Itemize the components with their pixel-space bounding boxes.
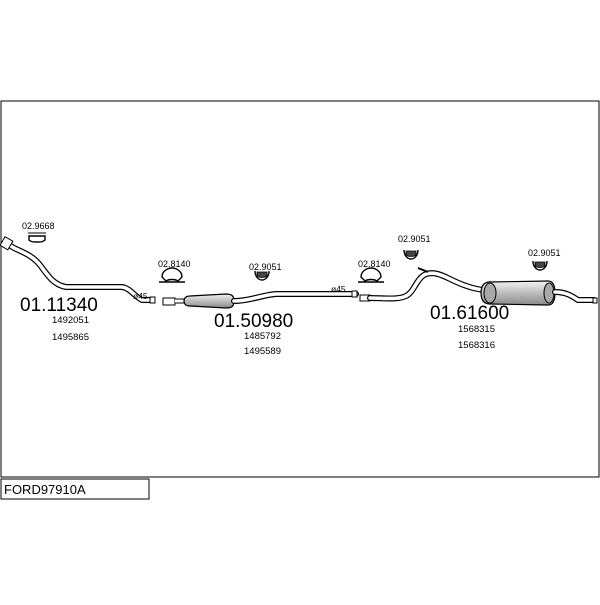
reference-number: 1568315 xyxy=(458,324,495,335)
front-pipe xyxy=(0,235,156,304)
clamp-icon xyxy=(403,249,419,260)
clamp-code: 02.9051 xyxy=(398,234,431,244)
reference-number: 1492051 xyxy=(52,315,89,326)
clamp-code: 02.8140 xyxy=(158,259,191,269)
clamp-icon xyxy=(159,267,185,283)
title-box: FORD97910A xyxy=(0,478,150,500)
diameter-label: ø45 xyxy=(331,284,346,294)
part-number: 01.11340 xyxy=(20,295,98,316)
clamp-icon xyxy=(28,232,46,243)
clamp-code: 02.8140 xyxy=(358,259,391,269)
clamp-code: 02.9668 xyxy=(22,221,55,231)
diameter-label: ø45 xyxy=(133,291,148,301)
clamp-code: 02.9051 xyxy=(528,248,561,258)
rear-silencer xyxy=(359,267,598,306)
reference-number: 1495865 xyxy=(52,332,89,343)
diagram-frame xyxy=(0,100,600,478)
diagram-title: FORD97910A xyxy=(4,482,86,497)
part-number: 01.61600 xyxy=(430,303,509,324)
clamp-icon xyxy=(532,260,548,271)
middle-silencer xyxy=(162,290,359,309)
part-number: 01.50980 xyxy=(214,311,293,332)
reference-number: 1568316 xyxy=(458,340,495,351)
clamp-code: 02.9051 xyxy=(249,262,282,272)
reference-number: 1495589 xyxy=(244,346,281,357)
clamp-icon xyxy=(358,267,384,283)
clamp-icon xyxy=(254,270,270,281)
reference-number: 1485792 xyxy=(244,331,281,342)
